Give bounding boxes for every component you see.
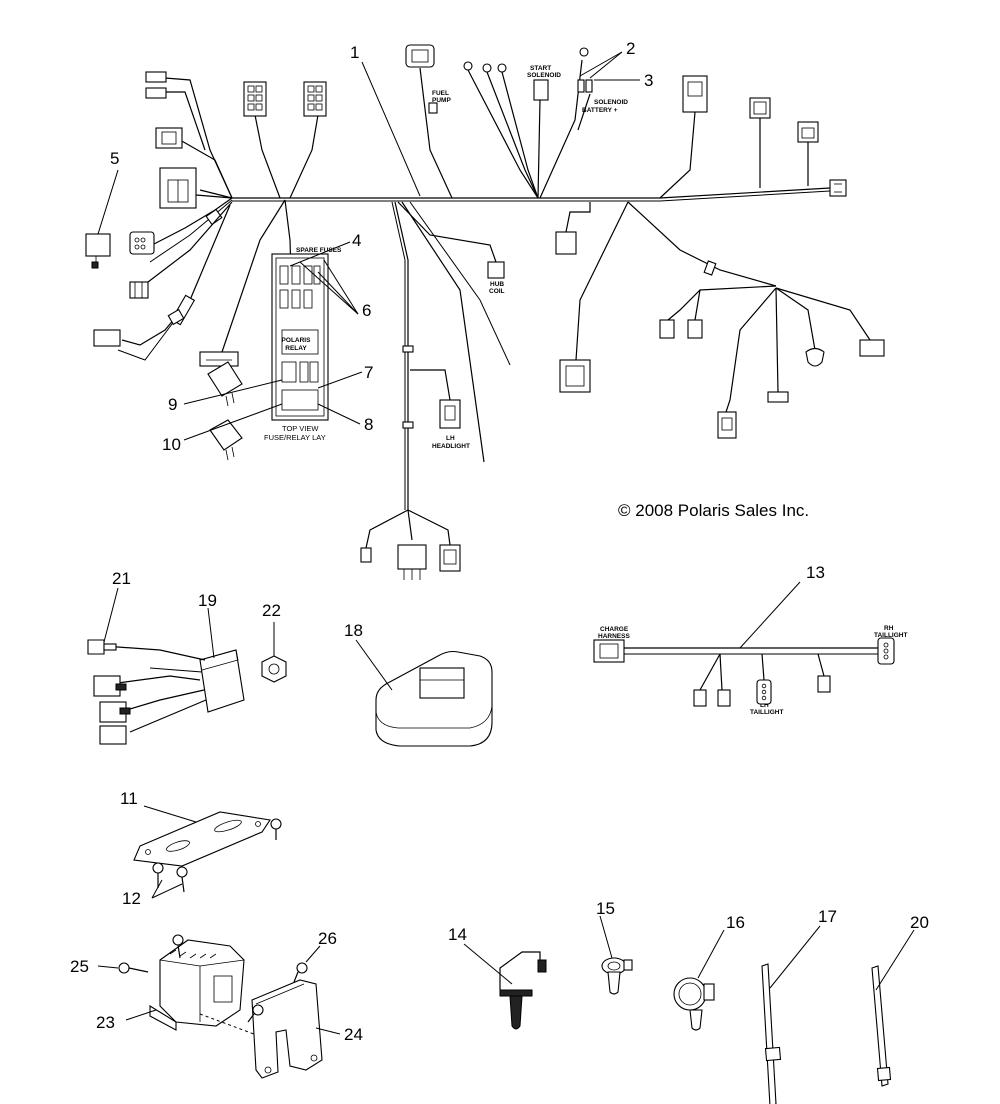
callout-13: 13 xyxy=(806,563,825,582)
lh-taillight-label: LH xyxy=(760,702,769,709)
charge-harness-label-2: HARNESS xyxy=(598,633,630,640)
callout-26: 26 xyxy=(318,929,337,948)
top-view-label-2: FUSE/RELAY LAY xyxy=(264,433,326,442)
callout-12: 12 xyxy=(122,889,141,908)
module-23-group xyxy=(118,934,323,1079)
hub-coil-label: HUB xyxy=(490,281,504,288)
callout-10: 10 xyxy=(162,435,181,454)
fuel-pump-label-2: PUMP xyxy=(432,97,451,104)
callout-22: 22 xyxy=(262,601,281,620)
charge-harness-label: CHARGE xyxy=(600,626,629,633)
callout-7: 7 xyxy=(364,363,373,382)
callout-24: 24 xyxy=(344,1025,363,1044)
callout-3: 3 xyxy=(644,71,653,90)
callout-11: 11 xyxy=(120,789,138,808)
callout-6: 6 xyxy=(362,301,371,320)
fasteners xyxy=(499,951,892,1104)
callout-15: 15 xyxy=(596,899,615,918)
callout-1: 1 xyxy=(350,43,359,62)
solenoid-battery-label-2: BATTERY + xyxy=(582,107,618,114)
callout-16: 16 xyxy=(726,913,745,932)
callout-17: 17 xyxy=(818,907,837,926)
callout-23: 23 xyxy=(96,1013,115,1032)
callout-8: 8 xyxy=(364,415,373,434)
spare-fuses-label: SPARE FUSES xyxy=(296,247,342,254)
callout-14: 14 xyxy=(448,925,467,944)
start-solenoid-label: START xyxy=(530,65,551,72)
copyright-text: © 2008 Polaris Sales Inc. xyxy=(618,501,809,520)
rh-taillight-label-2: TAILLIGHT xyxy=(874,632,907,639)
leader-lines xyxy=(97,51,915,1035)
rh-taillight-label: RH xyxy=(884,625,894,632)
solenoid-battery-label: SOLENOID xyxy=(594,99,628,106)
callout-19: 19 xyxy=(198,591,217,610)
svg-text:POLARIS: POLARIS xyxy=(282,337,312,344)
callout-2: 2 xyxy=(626,39,635,58)
callout-5: 5 xyxy=(110,149,119,168)
module-19-group xyxy=(87,639,287,745)
start-solenoid-label-2: SOLENOID xyxy=(527,72,561,79)
lh-taillight-label-2: TAILLIGHT xyxy=(750,709,783,716)
diagram-labels: FUEL PUMP START SOLENOID SOLENOID BATTER… xyxy=(264,65,907,716)
hub-coil-label-2: COIL xyxy=(489,288,505,295)
main-harness: POLARIS RELAY xyxy=(85,44,885,580)
callout-25: 25 xyxy=(70,957,89,976)
bracket-11 xyxy=(133,811,282,893)
callout-numbers: 1 2 3 4 5 6 7 8 9 10 11 12 13 14 15 16 1… xyxy=(70,39,929,1044)
callout-4: 4 xyxy=(352,231,361,250)
ecu-module xyxy=(375,650,493,747)
top-view-label: TOP VIEW xyxy=(282,424,319,433)
callout-18: 18 xyxy=(344,621,363,640)
callout-20: 20 xyxy=(910,913,929,932)
callout-21: 21 xyxy=(112,569,131,588)
lh-headlight-label-2: HEADLIGHT xyxy=(432,443,470,450)
callout-9: 9 xyxy=(168,395,177,414)
fuel-pump-label: FUEL xyxy=(432,90,449,97)
lh-headlight-label: LH xyxy=(446,435,455,442)
charge-harness xyxy=(593,637,895,707)
svg-text:RELAY: RELAY xyxy=(285,345,307,352)
